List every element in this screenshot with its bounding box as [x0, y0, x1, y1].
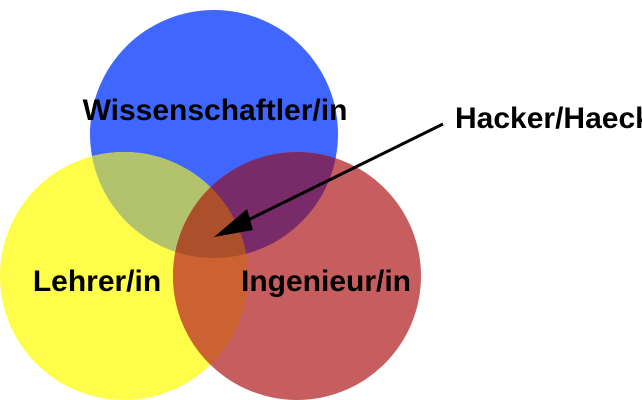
overlap-wissenschaftler-lehrer: [90, 152, 248, 258]
overlap-wissenschaftler-ingenieur: [173, 152, 338, 258]
label-ingenieur: Ingenieur/in: [241, 265, 411, 298]
label-lehrer: Lehrer/in: [33, 265, 161, 298]
callout-arrow-head: [214, 209, 253, 237]
label-wissenschaftler: Wissenschaftler/in: [83, 94, 348, 127]
callout-arrow-line: [243, 122, 444, 224]
label-hacker: Hacker/Haeckse: [455, 102, 642, 135]
